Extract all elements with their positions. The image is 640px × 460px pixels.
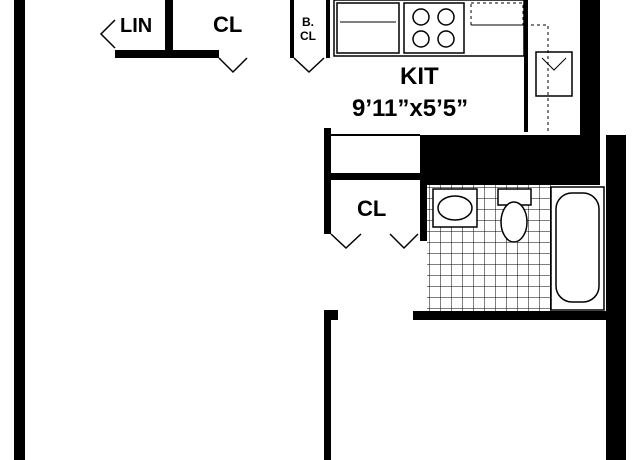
toilet-icon: [497, 188, 532, 243]
broom-closet-label-line2: CL: [300, 29, 316, 43]
broom-closet-wall-right: [326, 0, 330, 58]
dashed-cabinet-outline: [471, 24, 549, 132]
kitchen-size-label: 9’11”x5’5”: [352, 95, 468, 122]
kitchen-name-label: KIT: [400, 63, 439, 90]
lower-partition-wall: [324, 310, 331, 460]
bathtub-icon: [550, 186, 605, 311]
broom-closet-label-line1: B.: [302, 15, 314, 29]
lower-partition-cap: [324, 310, 338, 320]
closet-top-label: CL: [213, 12, 242, 37]
bath-bottom-wall: [413, 311, 613, 320]
hall-closet-shelf: [331, 173, 420, 180]
closet-partition-wall: [165, 0, 173, 52]
range-burners-icon: [403, 2, 465, 54]
kitchen-counter-top: [333, 0, 525, 57]
bath-top-wall: [420, 135, 600, 185]
refrigerator-outline-icon: [535, 51, 573, 97]
closet-bottom-wall: [115, 50, 219, 58]
hall-closet-left-wall: [324, 128, 331, 234]
hall-closet-label: CL: [357, 196, 386, 221]
broom-closet-wall: [290, 0, 294, 58]
kitchen-counter-right: [524, 0, 528, 132]
sink-icon: [336, 2, 400, 54]
sink-bath-icon: [432, 188, 478, 228]
linen-label: LIN: [120, 15, 152, 37]
right-exterior-wall-lower: [606, 135, 626, 460]
linen-door-swing: [99, 19, 116, 49]
hall-closet-door-swing-right: [389, 233, 419, 250]
upper-cabinet-dashed: [470, 2, 524, 26]
left-exterior-wall: [14, 0, 25, 460]
broom-closet-door-swing: [293, 57, 325, 74]
hall-closet-right-wall: [420, 135, 427, 241]
hall-closet-door-swing-left: [330, 233, 362, 250]
closet-door-swing: [218, 57, 248, 74]
